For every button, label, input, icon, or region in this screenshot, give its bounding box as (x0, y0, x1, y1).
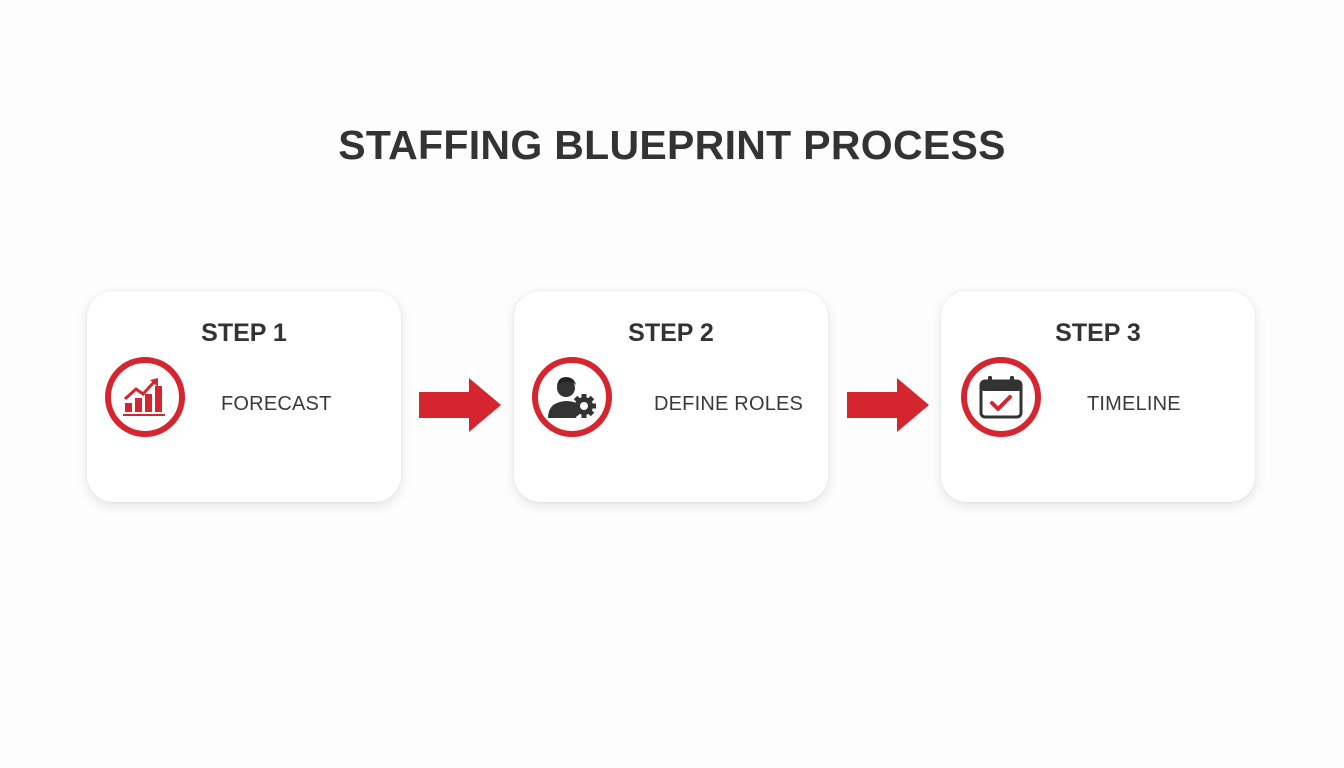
step-number: STEP 1 (201, 319, 287, 347)
step-card-timeline: STEP 3 TIMELINE (941, 291, 1255, 502)
page-title: STAFFING BLUEPRINT PROCESS (338, 122, 1006, 168)
step-label: DEFINE ROLES (654, 393, 804, 415)
calendar-check-icon (979, 376, 1023, 419)
step-number: STEP 3 (1055, 319, 1141, 347)
step-card-forecast: STEP 1 FORECAST (87, 291, 401, 502)
step-label: FORECAST (221, 393, 332, 415)
step-number: STEP 2 (628, 319, 714, 347)
icon-ring (532, 357, 612, 437)
arrow-right-icon (419, 378, 501, 432)
icon-ring (961, 357, 1041, 437)
step-card-define-roles: STEP 2 DEFINE ROLES (514, 291, 828, 502)
user-gear-icon (548, 377, 596, 418)
arrow-right-icon (847, 378, 929, 432)
icon-ring (105, 357, 185, 437)
bar-chart-growth-icon (123, 378, 165, 416)
step-label: TIMELINE (1087, 393, 1181, 415)
